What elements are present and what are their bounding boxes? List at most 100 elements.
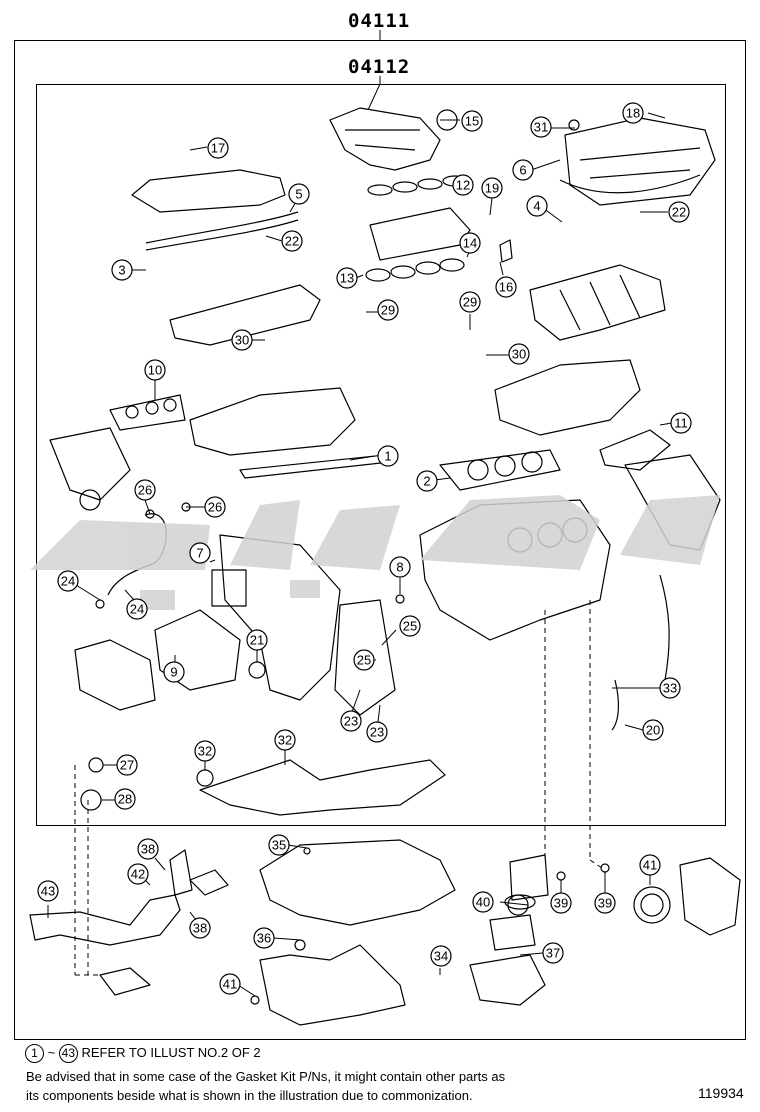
callout-circle — [189, 917, 211, 939]
callout-circle — [37, 880, 59, 902]
callout-number: 41 — [223, 977, 237, 992]
callout-2: 2 — [416, 470, 438, 492]
callout-number: 3 — [118, 263, 125, 278]
callout-circle — [144, 359, 166, 381]
callout-24: 24 — [57, 570, 79, 592]
callout-number: 38 — [193, 921, 207, 936]
callout-number: 7 — [196, 546, 203, 561]
callout-circle — [639, 854, 661, 876]
callout-circle — [399, 615, 421, 637]
callout-circle — [163, 661, 185, 683]
callout-24: 24 — [126, 598, 148, 620]
callout-number: 38 — [141, 842, 155, 857]
watermark-shape-2 — [230, 500, 300, 570]
callout-number: 20 — [646, 723, 660, 738]
callout-number: 1 — [384, 449, 391, 464]
callout-5: 5 — [288, 183, 310, 205]
callout-circle — [659, 677, 681, 699]
callout-circle — [530, 116, 552, 138]
callout-37: 37 — [542, 942, 564, 964]
callout-number: 4 — [533, 199, 540, 214]
callout-36: 36 — [253, 927, 275, 949]
callout-circle — [231, 329, 253, 351]
callout-number: 32 — [198, 744, 212, 759]
callout-number: 8 — [396, 560, 403, 575]
callout-40: 40 — [472, 891, 494, 913]
callout-6: 6 — [512, 159, 534, 181]
range-tilde: ~ — [47, 1045, 56, 1060]
callout-number: 34 — [434, 949, 448, 964]
callout-circle — [622, 102, 644, 124]
callout-number: 33 — [663, 681, 677, 696]
callout-circle — [416, 470, 438, 492]
callout-circle — [194, 740, 216, 762]
inner-kit-frame — [36, 84, 726, 826]
callout-number: 15 — [465, 114, 479, 129]
callout-circle — [253, 927, 275, 949]
callout-number: 13 — [340, 271, 354, 286]
callout-42: 42 — [127, 863, 149, 885]
callout-11: 11 — [670, 412, 692, 434]
callout-number: 30 — [512, 347, 526, 362]
callout-4: 4 — [526, 195, 548, 217]
callout-number: 10 — [148, 363, 162, 378]
callout-number: 11 — [674, 416, 688, 431]
callout-9: 9 — [163, 661, 185, 683]
callout-circle — [594, 892, 616, 914]
callout-30: 30 — [508, 343, 530, 365]
callout-circle — [526, 195, 548, 217]
callout-27: 27 — [116, 754, 138, 776]
callout-number: 26 — [138, 483, 152, 498]
callout-circle — [550, 892, 572, 914]
callout-circle — [111, 259, 133, 281]
callout-number: 29 — [463, 295, 477, 310]
watermark-shape-5 — [620, 495, 720, 565]
callout-32: 32 — [274, 729, 296, 751]
callout-leaders — [47, 112, 673, 997]
callout-22: 22 — [668, 201, 690, 223]
callout-circle — [495, 276, 517, 298]
watermark-dot-2 — [290, 580, 320, 598]
callout-circle — [336, 267, 358, 289]
callout-20: 20 — [642, 719, 664, 741]
callout-31: 31 — [530, 116, 552, 138]
callout-number: 27 — [120, 758, 134, 773]
callout-25: 25 — [399, 615, 421, 637]
callout-circle — [274, 729, 296, 751]
watermark-shape-4 — [420, 495, 600, 570]
watermark — [30, 495, 720, 610]
callout-circle — [542, 942, 564, 964]
refer-text: REFER TO ILLUST NO.2 OF 2 — [81, 1045, 261, 1060]
callout-30: 30 — [231, 329, 253, 351]
callout-circle — [189, 542, 211, 564]
callout-circle — [204, 496, 226, 518]
callout-circle — [472, 891, 494, 913]
callout-circle — [459, 232, 481, 254]
outer-kit-frame — [14, 40, 746, 1040]
callout-circle — [126, 598, 148, 620]
callout-number: 36 — [257, 931, 271, 946]
callout-number: 5 — [295, 187, 302, 202]
header-leader-lines — [367, 30, 381, 111]
callout-circle — [512, 159, 534, 181]
callout-circle — [246, 629, 268, 651]
callout-number: 14 — [463, 236, 477, 251]
callout-circle — [642, 719, 664, 741]
range-end-callout: 43 — [58, 1044, 78, 1063]
callout-circle — [207, 137, 229, 159]
callout-circle — [116, 754, 138, 776]
callout-circle — [57, 570, 79, 592]
callout-number: 22 — [672, 205, 686, 220]
callout-circle — [459, 291, 481, 313]
callout-33: 33 — [659, 677, 681, 699]
callout-number: 28 — [118, 792, 132, 807]
callout-34: 34 — [430, 945, 452, 967]
callout-circle — [377, 299, 399, 321]
callout-17: 17 — [207, 137, 229, 159]
callout-41: 41 — [219, 973, 241, 995]
callout-circle — [389, 556, 411, 578]
callout-number: 37 — [546, 946, 560, 961]
callout-28: 28 — [114, 788, 136, 810]
